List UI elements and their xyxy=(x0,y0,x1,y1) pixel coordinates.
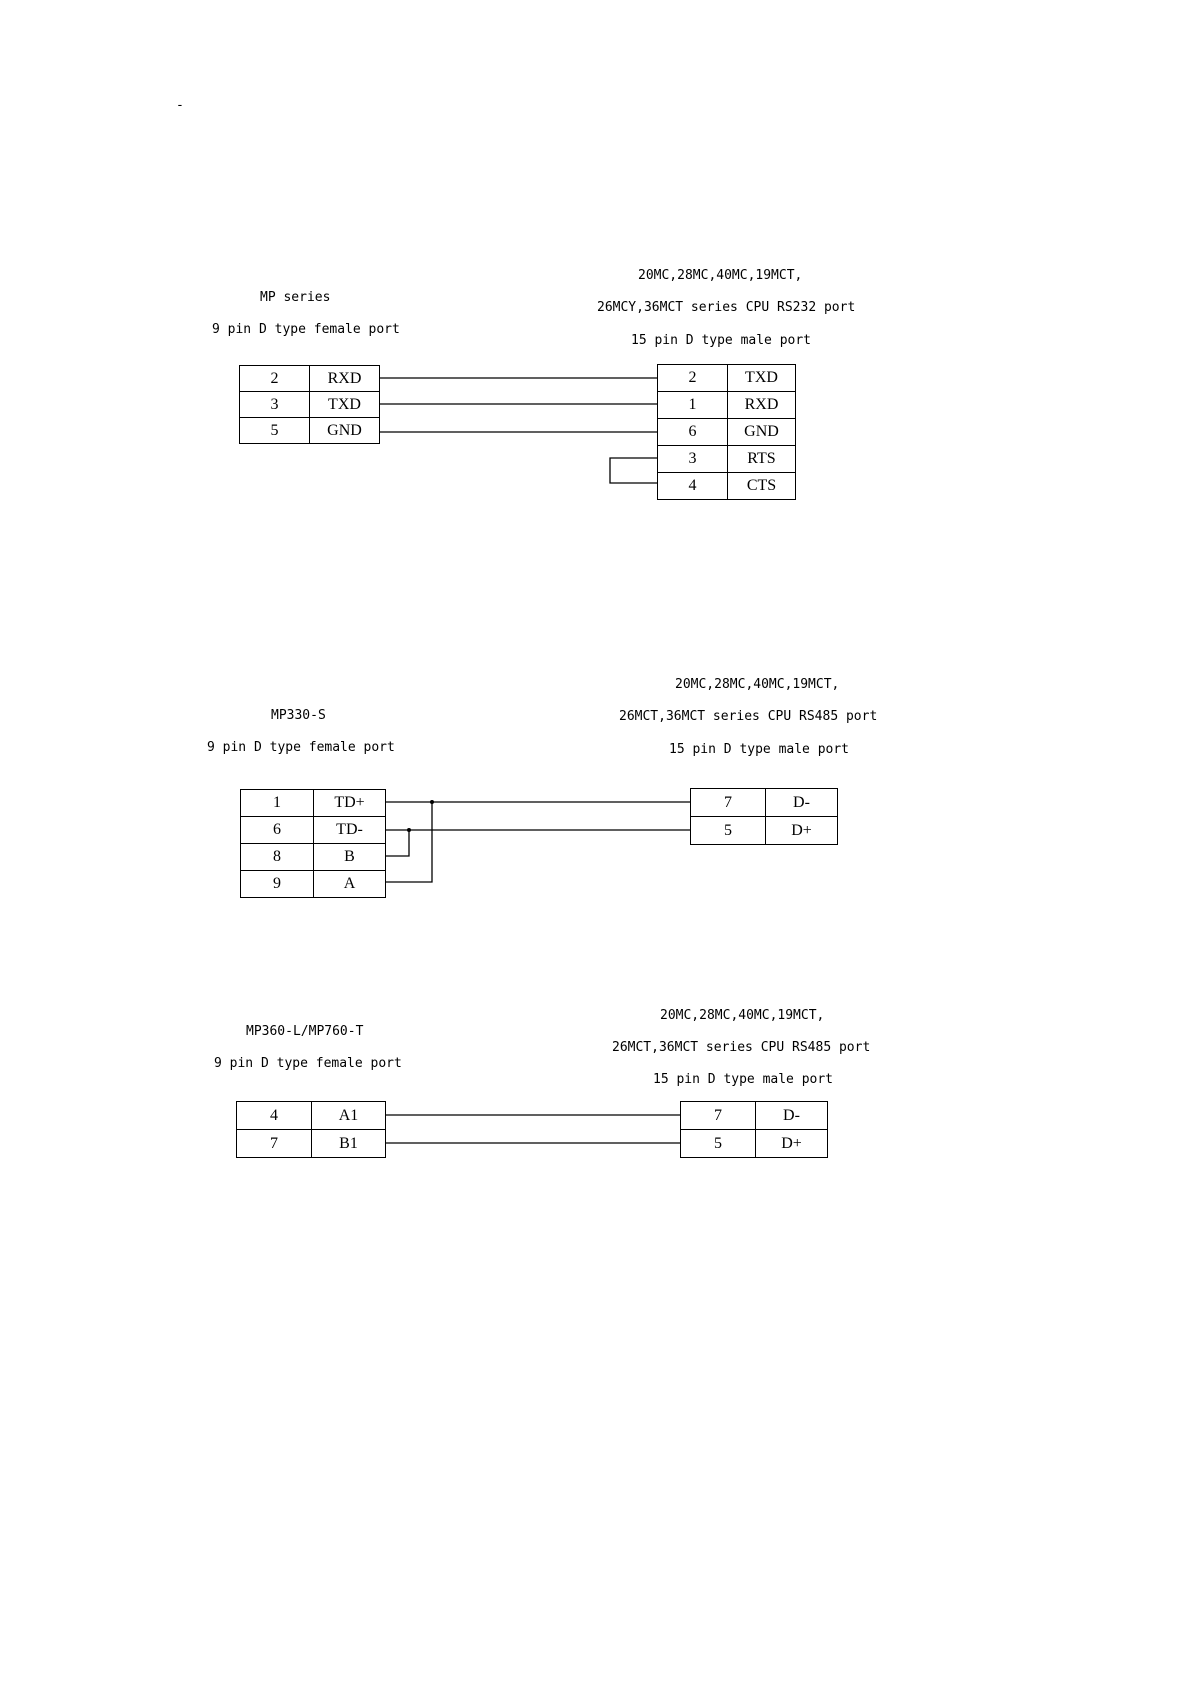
d3-left-port-label: 9 pin D type female port xyxy=(214,1056,402,1071)
d1-left-row: 5 GND xyxy=(239,417,380,444)
d2-left-row: 6 TD- xyxy=(240,816,386,844)
d2-bridge-a-to-td-plus xyxy=(386,802,433,883)
d1-right-row: 1 RXD xyxy=(657,391,796,419)
d1-left-row: 3 TXD xyxy=(239,391,380,418)
signal-name: TD- xyxy=(313,816,386,844)
pin-number: 4 xyxy=(657,472,728,500)
d3-left-device-label: MP360-L/MP760-T xyxy=(246,1024,364,1039)
signal-name: CTS xyxy=(727,472,796,500)
d2-right-pin-table: 7 D- 5 D+ xyxy=(690,788,838,845)
pin-number: 7 xyxy=(236,1129,312,1158)
d1-right-port-label: 26MCY,36MCT series CPU RS232 port xyxy=(597,300,856,315)
pin-number: 5 xyxy=(690,816,766,845)
d2-left-port-label: 9 pin D type female port xyxy=(207,740,395,755)
d2-left-pin-table: 1 TD+ 6 TD- 8 B 9 A xyxy=(240,789,386,898)
d3-right-row: 7 D- xyxy=(680,1101,828,1130)
d2-right-connector-label: 15 pin D type male port xyxy=(669,742,850,757)
pin-number: 6 xyxy=(240,816,314,844)
signal-name: TD+ xyxy=(313,789,386,817)
pin-number: 2 xyxy=(657,364,728,392)
d3-right-port-label: 26MCT,36MCT series CPU RS485 port xyxy=(612,1040,871,1055)
signal-name: GND xyxy=(309,417,380,444)
pin-number: 6 xyxy=(657,418,728,446)
pin-number: 2 xyxy=(239,365,310,392)
signal-name: RXD xyxy=(727,391,796,419)
d3-right-row: 5 D+ xyxy=(680,1129,828,1158)
d2-junction-dot xyxy=(430,800,434,804)
d1-left-pin-table: 2 RXD 3 TXD 5 GND xyxy=(239,365,380,444)
pin-number: 5 xyxy=(680,1129,756,1158)
pin-number: 3 xyxy=(657,445,728,473)
signal-name: TXD xyxy=(727,364,796,392)
d2-left-device-label: MP330-S xyxy=(271,708,326,723)
d1-right-connector-label: 15 pin D type male port xyxy=(631,333,812,348)
d2-right-model-label: 20MC,28MC,40MC,19MCT, xyxy=(675,677,840,692)
pin-number: 7 xyxy=(680,1101,756,1130)
signal-name: TXD xyxy=(309,391,380,418)
signal-name: D+ xyxy=(765,816,838,845)
d1-left-port-label: 9 pin D type female port xyxy=(212,322,400,337)
signal-name: RXD xyxy=(309,365,380,392)
d1-left-device-label: MP series xyxy=(260,290,331,305)
signal-name: A xyxy=(313,870,386,898)
signal-name: D+ xyxy=(755,1129,828,1158)
d1-right-row: 6 GND xyxy=(657,418,796,446)
d2-bridge-b-to-td-minus xyxy=(386,830,410,857)
d3-right-connector-label: 15 pin D type male port xyxy=(653,1072,834,1087)
d3-right-model-label: 20MC,28MC,40MC,19MCT, xyxy=(660,1008,825,1023)
pin-number: 8 xyxy=(240,843,314,871)
d2-junction-dot xyxy=(407,828,411,832)
signal-name: RTS xyxy=(727,445,796,473)
d2-right-row: 5 D+ xyxy=(690,816,838,845)
d3-left-pin-table: 4 A1 7 B1 xyxy=(236,1101,386,1158)
d1-right-row: 3 RTS xyxy=(657,445,796,473)
d1-left-row: 2 RXD xyxy=(239,365,380,392)
d3-right-pin-table: 7 D- 5 D+ xyxy=(680,1101,828,1158)
d1-right-row: 2 TXD xyxy=(657,364,796,392)
page-mark: - xyxy=(176,98,184,113)
d3-left-row: 7 B1 xyxy=(236,1129,386,1158)
d1-right-row: 4 CTS xyxy=(657,472,796,500)
d1-right-pin-table: 2 TXD 1 RXD 6 GND 3 RTS 4 CTS xyxy=(657,364,796,500)
d2-left-row: 9 A xyxy=(240,870,386,898)
d1-rts-cts-loopback xyxy=(609,457,657,484)
pin-number: 9 xyxy=(240,870,314,898)
signal-name: B1 xyxy=(311,1129,386,1158)
d1-right-model-label: 20MC,28MC,40MC,19MCT, xyxy=(638,268,803,283)
d2-right-port-label: 26MCT,36MCT series CPU RS485 port xyxy=(619,709,878,724)
signal-name: GND xyxy=(727,418,796,446)
